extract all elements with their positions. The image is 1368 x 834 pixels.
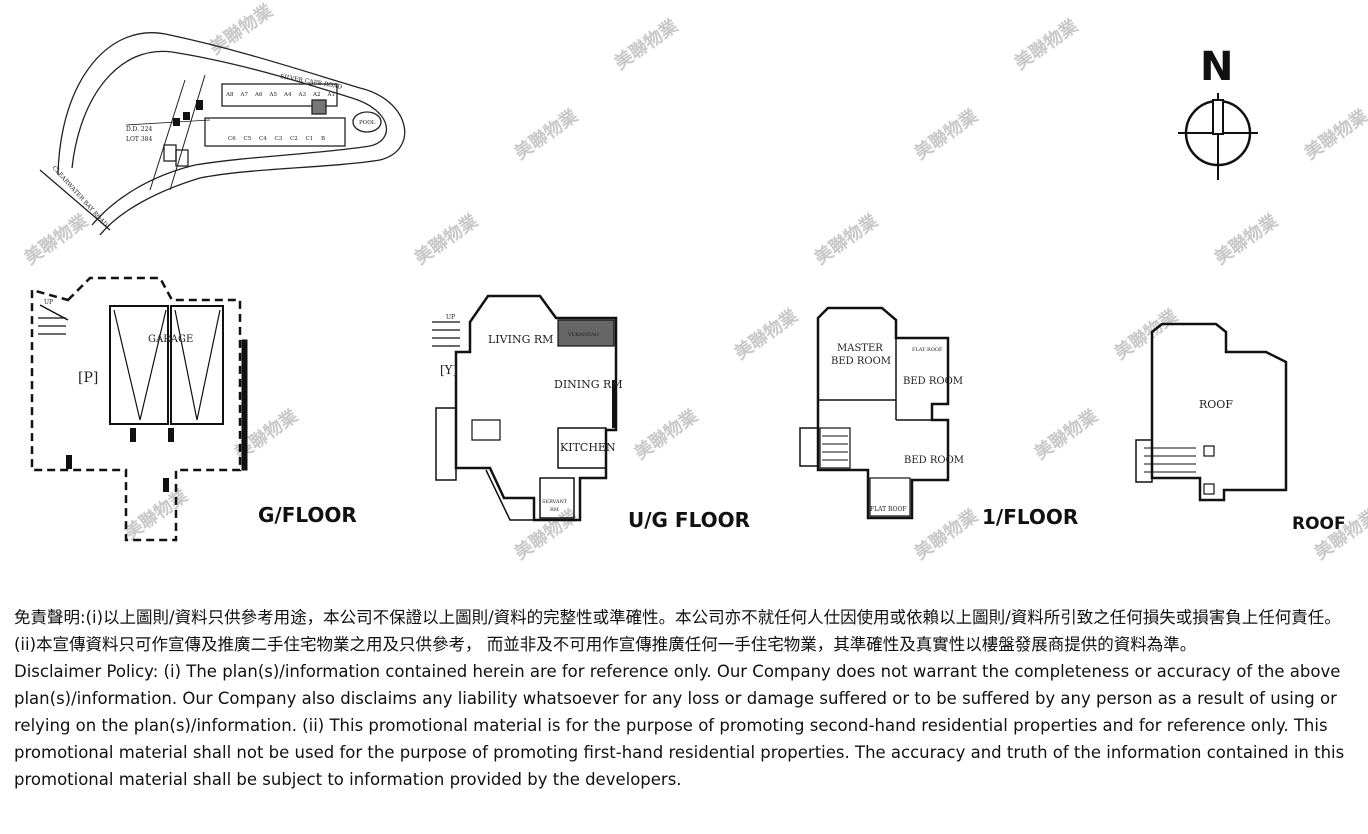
- watermark-text: 美聯物業: [910, 504, 982, 564]
- g-floor-garage: GARAGE: [148, 334, 193, 345]
- disclaimer-chinese: 免責聲明:(i)以上圖則/資料只供參考用途，本公司不保證以上圖則/資料的完整性或…: [14, 608, 1341, 654]
- first-floor-bedroom-2: BED ROOM: [904, 455, 964, 466]
- roof-plan: [1135, 322, 1288, 502]
- ug-floor-y: [Y]: [440, 363, 457, 377]
- watermark-text: 美聯物業: [1210, 209, 1282, 269]
- ug-floor-dining: DINING RM: [554, 378, 623, 391]
- ug-floor-title: U/G FLOOR: [628, 508, 750, 532]
- site-unit-label: C3: [275, 136, 283, 142]
- site-unit-label: C1: [306, 136, 314, 142]
- watermark-text: 美聯物業: [810, 209, 882, 269]
- compass: N: [1178, 44, 1258, 180]
- site-unit-label: A6: [254, 92, 263, 98]
- g-floor-up: UP: [44, 299, 53, 306]
- site-unit-label: C6: [228, 136, 236, 142]
- site-unit-label: A7: [240, 92, 249, 98]
- ug-floor-up: UP: [446, 314, 455, 321]
- first-floor-flat-roof-top: FLAT ROOF: [912, 347, 943, 353]
- watermark-text: 美聯物業: [1300, 104, 1368, 164]
- watermark-text: 美聯物業: [910, 104, 982, 164]
- site-unit-label: C5: [244, 136, 252, 142]
- first-floor-bedroom-1: BED ROOM: [903, 376, 963, 387]
- watermark-text: 美聯物業: [20, 209, 92, 269]
- first-floor-plan: [799, 306, 950, 520]
- dd-label: D.D. 224: [126, 126, 153, 133]
- ug-floor-living: LIVING RM: [488, 333, 553, 346]
- watermark-text: 美聯物業: [730, 304, 802, 364]
- site-unit-label: A3: [298, 92, 307, 98]
- disclaimer-english: Disclaimer Policy: (i) The plan(s)/infor…: [14, 662, 1345, 789]
- roof-title: ROOF: [1292, 514, 1346, 534]
- watermark-text: 美聯物業: [1110, 304, 1182, 364]
- north-letter: N: [1200, 44, 1233, 90]
- roof-label: ROOF: [1199, 398, 1233, 411]
- site-unit-label: A2: [312, 92, 320, 98]
- floor-plan-drawing: 美聯物業美聯物業美聯物業美聯物業美聯物業美聯物業美聯物業美聯物業美聯物業美聯物業…: [20, 0, 1368, 564]
- site-unit-label: A4: [283, 92, 292, 98]
- watermark-text: 美聯物業: [1030, 404, 1102, 464]
- g-floor-plan: [30, 276, 248, 542]
- ug-floor-kitchen: KITCHEN: [560, 441, 616, 454]
- g-floor-parking: [P]: [78, 370, 98, 386]
- disclaimer: 免責聲明:(i)以上圖則/資料只供參考用途，本公司不保證以上圖則/資料的完整性或…: [14, 604, 1359, 793]
- ug-floor-verandah: VERANDAH: [567, 332, 600, 338]
- site-unit-label: A8: [225, 92, 234, 98]
- first-floor-title: 1/FLOOR: [982, 505, 1078, 529]
- ug-floor-servant: SERVANT: [542, 499, 568, 505]
- watermark-text: 美聯物業: [510, 504, 582, 564]
- road-label-top: SILVER CAPE ROAD: [280, 73, 343, 91]
- lot-label: LOT 384: [126, 136, 152, 143]
- site-plan: [39, 32, 406, 236]
- first-floor-flat-roof-bottom: FLAT ROOF: [870, 506, 907, 513]
- watermark-text: 美聯物業: [1010, 14, 1082, 74]
- first-floor-master-bedroom: BED ROOM: [831, 356, 891, 367]
- first-floor-master: MASTER: [837, 343, 883, 354]
- site-unit-label: C2: [290, 136, 298, 142]
- watermark-text: 美聯物業: [510, 104, 582, 164]
- site-unit-label: A1: [327, 92, 335, 98]
- watermark-text: 美聯物業: [410, 209, 482, 269]
- units-top: A8 A7 A6 A5 A4 A3 A2 A1: [225, 92, 335, 98]
- ug-floor-servant-rm: RM: [550, 507, 559, 513]
- floor-plan-area: 美聯物業美聯物業美聯物業美聯物業美聯物業美聯物業美聯物業美聯物業美聯物業美聯物業…: [20, 0, 1368, 564]
- ug-floor-plan: [432, 294, 618, 522]
- site-unit-label: C4: [259, 136, 267, 142]
- watermark-text: 美聯物業: [205, 0, 277, 59]
- g-floor-title: G/FLOOR: [258, 503, 357, 527]
- units-bottom: C6 C5 C4 C3 C2 C1 B: [228, 136, 325, 142]
- watermark-text: 美聯物業: [630, 404, 702, 464]
- watermark-text: 美聯物業: [120, 484, 192, 544]
- pool-label: POOL: [359, 120, 376, 126]
- site-unit-label: A5: [269, 92, 278, 98]
- site-unit-label: B: [321, 136, 325, 142]
- compass-needle: [1212, 99, 1224, 135]
- watermark-text: 美聯物業: [610, 14, 682, 74]
